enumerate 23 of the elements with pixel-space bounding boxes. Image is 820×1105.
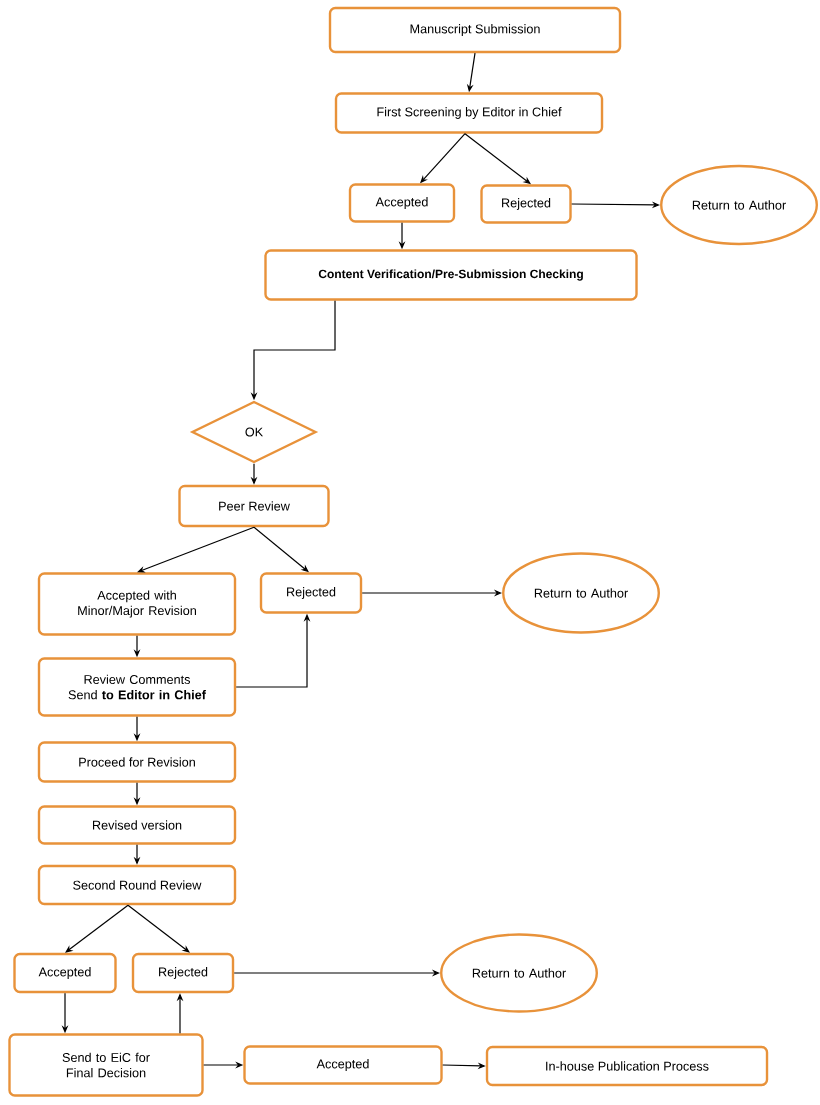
process-box: Rejected [480,184,572,224]
process-box: Proceed for Revision [37,741,237,783]
process-box: Send to EiC for Final Decision [8,1033,204,1097]
arrow [127,904,190,953]
process-box: Accepted [13,952,117,994]
process-box: Second Round Review [37,864,237,906]
process-box: Rejected [131,952,235,994]
process-box: Manuscript Submission [328,6,622,54]
terminator-oval: Return to Author [440,933,598,1013]
arrow [65,904,129,953]
process-box: Rejected [259,572,363,614]
process-box: First Screening by Editor in Chief [334,92,604,134]
terminator-oval: Return to Author [660,164,818,246]
process-box: In-house Publication Process [485,1045,769,1087]
process-box: Peer Review [178,484,330,528]
process-box: Accepted with Minor/Major Revision [37,572,237,636]
process-box: Accepted [243,1045,443,1085]
arrow [137,526,255,573]
process-box: Content Verification/Pre-Submission Checking [264,249,638,301]
terminator-oval: Return to Author [502,552,660,634]
process-box: Review Comments Send to Editor in Chief [37,657,237,717]
process-box: Revised version [37,805,237,845]
process-box: Accepted [348,183,456,223]
